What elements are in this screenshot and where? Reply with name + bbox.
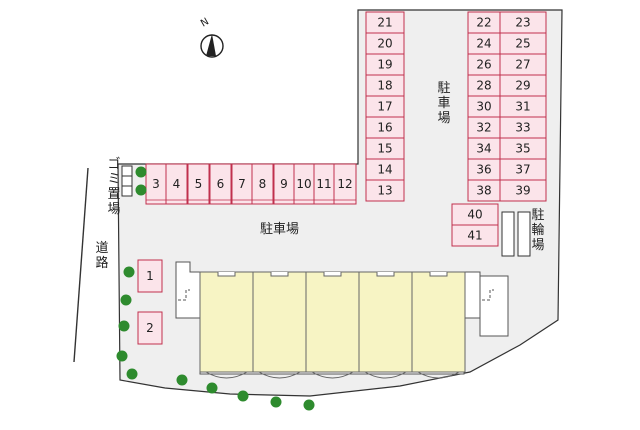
apartment-unit-1 (199, 271, 254, 373)
tree-1 (135, 166, 147, 178)
parking-stall-label-40: 40 (467, 208, 482, 222)
parking-stall-12 (333, 163, 357, 205)
tree-11 (270, 396, 282, 408)
parking-label-main: 駐車場 (260, 222, 299, 237)
parking-stall-label-19: 19 (377, 58, 392, 72)
garbage-station (121, 165, 133, 197)
parking-label-right: 駐車場 (437, 81, 450, 126)
parking-stall-label-26: 26 (476, 58, 491, 72)
parking-stall-21 (365, 11, 405, 34)
north-label: N (199, 16, 211, 29)
apartment-unit-3 (305, 271, 360, 373)
parking-stall-label-7: 7 (238, 177, 246, 191)
parking-stall-label-14: 14 (377, 163, 392, 177)
tree-6 (116, 350, 128, 362)
parking-stall-label-31: 31 (515, 100, 530, 114)
parking-stall-label-9: 9 (280, 177, 288, 191)
parking-stall-label-5: 5 (195, 177, 203, 191)
parking-stall-label-33: 33 (515, 121, 530, 135)
parking-stall-label-17: 17 (377, 100, 392, 114)
tree-5 (118, 320, 130, 332)
north-arrow-icon: N (199, 16, 224, 58)
parking-stall-6 (209, 163, 232, 205)
unit-balcony-3 (311, 371, 354, 379)
parking-stall-label-3: 3 (152, 177, 160, 191)
unit-entrance-2 (270, 272, 289, 277)
unit-entrance-3 (323, 272, 342, 277)
parking-stall-label-38: 38 (476, 184, 491, 198)
parking-stall-39 (499, 179, 547, 202)
parking-stall-8 (251, 163, 274, 205)
parking-stall-5 (187, 163, 210, 205)
parking-stall-label-4: 4 (173, 177, 181, 191)
parking-stall-label-35: 35 (515, 142, 530, 156)
parking-stall-label-13: 13 (377, 184, 392, 198)
parking-stall-label-15: 15 (377, 142, 392, 156)
parking-stall-label-18: 18 (377, 79, 392, 93)
parking-stall-label-34: 34 (476, 142, 491, 156)
parking-stall-label-16: 16 (377, 121, 392, 135)
parking-stall-label-22: 22 (476, 16, 491, 30)
parking-stall-label-1: 1 (146, 269, 154, 283)
parking-stall-4 (165, 163, 188, 205)
unit-balcony-5 (417, 371, 460, 379)
parking-stall-1 (137, 259, 163, 293)
tree-12 (303, 399, 315, 411)
parking-stall-label-21: 21 (377, 16, 392, 30)
unit-balcony-4 (364, 371, 407, 379)
apartment-unit-5 (411, 271, 466, 373)
apartment-unit-4 (358, 271, 413, 373)
parking-stall-label-20: 20 (377, 37, 392, 51)
parking-stall-label-25: 25 (515, 37, 530, 51)
parking-stall-2 (137, 311, 163, 345)
parking-stall-label-37: 37 (515, 163, 530, 177)
stair-symbol-left (178, 289, 190, 301)
parking-stall-label-23: 23 (515, 16, 530, 30)
tree-3 (123, 266, 135, 278)
apartment-unit-2 (252, 271, 307, 373)
parking-stall-label-28: 28 (476, 79, 491, 93)
unit-balcony-1 (205, 371, 248, 379)
unit-entrance-5 (429, 272, 448, 277)
stair-symbol-right (482, 289, 494, 301)
parking-stall-41 (451, 224, 499, 247)
parking-stall-label-41: 41 (467, 229, 482, 243)
parking-stall-label-6: 6 (217, 177, 225, 191)
stair-box (479, 275, 509, 337)
parking-stall-label-32: 32 (476, 121, 491, 135)
parking-stall-label-30: 30 (476, 100, 491, 114)
parking-stall-label-2: 2 (146, 321, 154, 335)
parking-stall-label-24: 24 (476, 37, 491, 51)
parking-stall-label-10: 10 (296, 177, 311, 191)
parking-stall-label-27: 27 (515, 58, 530, 72)
bicycle-parking-label: 駐輪場 (531, 208, 544, 253)
parking-stall-label-39: 39 (515, 184, 530, 198)
parking-stall-label-12: 12 (337, 177, 352, 191)
parking-stall-label-8: 8 (259, 177, 267, 191)
apartment-building (175, 261, 509, 379)
tree-4 (120, 294, 132, 306)
tree-10 (237, 390, 249, 402)
road-label: 道路 (95, 241, 108, 271)
tree-8 (176, 374, 188, 386)
parking-stall-label-11: 11 (316, 177, 331, 191)
unit-entrance-4 (376, 272, 395, 277)
road-line (73, 167, 89, 363)
trees (116, 166, 315, 411)
bicycle-parking (501, 211, 531, 257)
garbage-label: ゴミ置場 (107, 156, 120, 217)
parking-stall-label-29: 29 (515, 79, 530, 93)
tree-7 (126, 368, 138, 380)
parking-stall-label-36: 36 (476, 163, 491, 177)
unit-balcony-2 (258, 371, 301, 379)
unit-entrance-1 (217, 272, 236, 277)
tree-2 (135, 184, 147, 196)
tree-9 (206, 382, 218, 394)
